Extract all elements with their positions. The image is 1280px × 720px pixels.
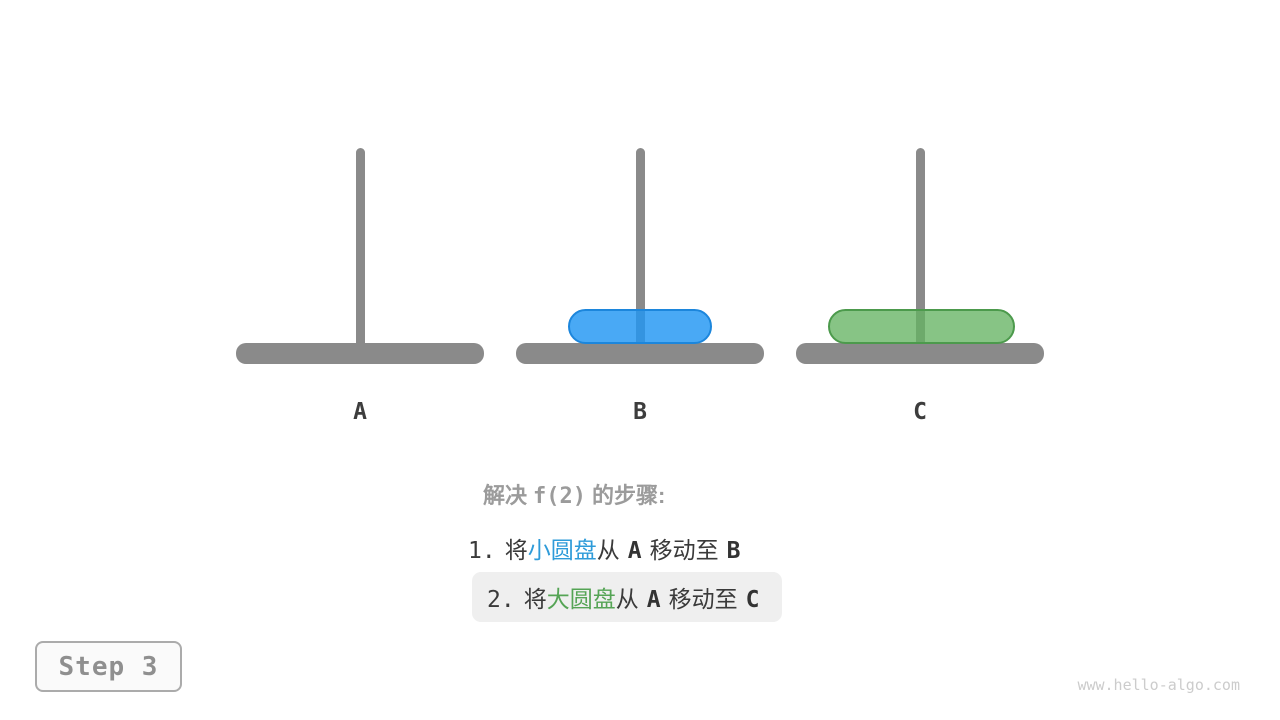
step-1-from-peg: A — [627, 538, 642, 564]
peg-c-base — [796, 343, 1044, 364]
caption-title-expression: f(2) — [533, 484, 586, 509]
step-counter-label: Step 3 — [58, 651, 159, 682]
step-2-to-peg: C — [745, 587, 760, 613]
step-1-disk-name: 小圆盘 — [527, 537, 597, 563]
step-2-verb: 将 — [523, 586, 547, 612]
step-counter-button[interactable]: Step 3 — [35, 641, 182, 692]
peg-c-label: C — [913, 399, 927, 425]
step-1-verb: 将 — [504, 537, 528, 563]
peg-a-label: A — [353, 399, 367, 425]
small-disk — [568, 309, 712, 344]
caption-title-post: 的步骤: — [592, 483, 666, 508]
step-1-number: 1. — [468, 538, 496, 564]
step-2-number: 2. — [487, 587, 515, 613]
peg-c-pole — [916, 148, 925, 349]
step-2-disk-name: 大圆盘 — [546, 586, 616, 612]
peg-a-pole — [356, 148, 365, 349]
peg-a-base — [236, 343, 484, 364]
peg-b-label: B — [633, 399, 647, 425]
step-2-from-word: 从 — [615, 586, 639, 612]
step-2-from-peg: A — [646, 587, 661, 613]
peg-b-pole — [636, 148, 645, 349]
step-1-move-word: 移动至 — [649, 537, 719, 563]
step-1-from-word: 从 — [596, 537, 620, 563]
large-disk — [828, 309, 1015, 344]
step-1-to-peg: B — [726, 538, 741, 564]
watermark: www.hello-algo.com — [1077, 676, 1240, 694]
step-2-move-word: 移动至 — [668, 586, 738, 612]
caption-title-pre: 解决 — [483, 483, 528, 508]
peg-b-base — [516, 343, 764, 364]
